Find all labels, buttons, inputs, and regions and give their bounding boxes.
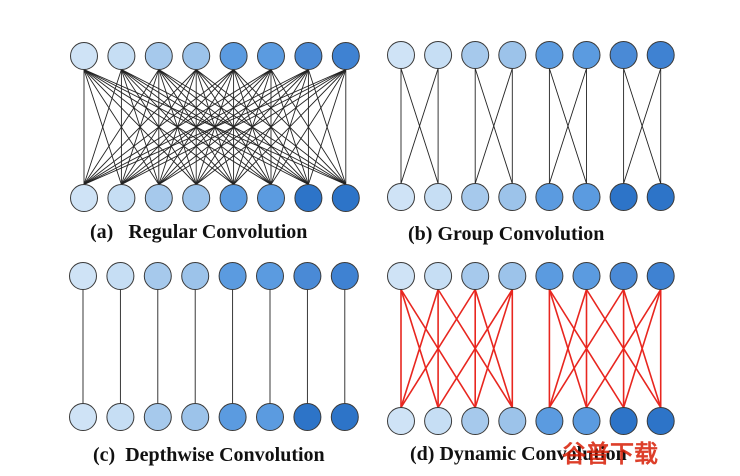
edge-line xyxy=(83,69,122,185)
input-node xyxy=(257,42,285,70)
output-node xyxy=(293,403,322,431)
input-node xyxy=(70,42,98,70)
output-node xyxy=(330,403,359,431)
caption-regular-convolution: (a) Regular Convolution xyxy=(90,221,308,243)
output-node xyxy=(535,183,564,211)
output-node xyxy=(498,407,527,435)
input-node xyxy=(106,262,135,290)
output-node xyxy=(424,407,453,435)
edge-line xyxy=(121,69,347,185)
output-node xyxy=(646,183,675,211)
input-node xyxy=(424,41,453,69)
output-node xyxy=(219,184,248,212)
input-node xyxy=(107,42,136,70)
input-node xyxy=(219,42,248,70)
output-node xyxy=(331,184,360,212)
input-node xyxy=(609,262,638,290)
output-node xyxy=(461,407,490,435)
caption-dynamic-convolution: (d) Dynamic Convolution xyxy=(410,443,627,465)
input-node xyxy=(609,41,638,69)
edge-line xyxy=(622,289,662,408)
edge-line xyxy=(474,68,513,184)
output-node xyxy=(572,407,601,435)
output-node xyxy=(144,184,173,212)
input-node xyxy=(294,42,323,70)
input-node xyxy=(256,262,284,290)
edge-line xyxy=(270,69,347,185)
output-node xyxy=(498,183,527,211)
input-node xyxy=(461,262,490,290)
output-node xyxy=(461,183,490,211)
caption-depthwise-convolution: (c) Depthwise Convolution xyxy=(93,444,325,466)
edge-line xyxy=(83,69,234,185)
edge-line xyxy=(158,69,347,185)
edge-line xyxy=(437,289,513,408)
output-node xyxy=(609,407,638,435)
output-node xyxy=(256,403,284,431)
output-node xyxy=(294,184,323,212)
output-node xyxy=(106,403,135,431)
output-node xyxy=(143,403,172,431)
output-node xyxy=(182,184,211,212)
input-node xyxy=(181,262,210,290)
watermark-logo: 谷普下载 xyxy=(562,440,658,468)
output-node xyxy=(218,403,247,431)
panel-regular-convolution xyxy=(70,42,360,212)
input-node xyxy=(331,42,360,70)
edge-line xyxy=(623,68,662,184)
input-node xyxy=(69,262,97,290)
edge-line xyxy=(400,289,439,408)
input-node xyxy=(387,41,415,69)
input-node xyxy=(387,262,415,290)
input-node xyxy=(461,41,490,69)
edge-line xyxy=(400,68,439,184)
panel-depthwise-convolution xyxy=(69,262,359,431)
edge-line xyxy=(548,289,625,408)
edge-line xyxy=(585,289,662,408)
edge-line xyxy=(474,289,514,408)
input-node xyxy=(218,262,247,290)
output-node xyxy=(609,183,638,211)
input-node xyxy=(572,41,601,69)
edge-line xyxy=(83,69,309,185)
output-node xyxy=(257,184,285,212)
edge-line xyxy=(233,69,347,185)
output-node xyxy=(535,407,564,435)
edge-line xyxy=(83,69,272,185)
input-node xyxy=(646,262,675,290)
input-node xyxy=(646,41,675,69)
input-node xyxy=(498,262,527,290)
input-node xyxy=(293,262,322,290)
edge-line xyxy=(400,289,476,408)
output-node xyxy=(646,407,675,435)
input-node xyxy=(572,262,601,290)
output-node xyxy=(424,183,453,211)
input-node xyxy=(144,42,173,70)
input-node xyxy=(535,262,564,290)
panel-dynamic-convolution xyxy=(387,262,675,435)
input-node xyxy=(330,262,359,290)
output-node xyxy=(387,407,415,435)
output-node xyxy=(387,183,415,211)
edge-line xyxy=(83,69,160,185)
input-node xyxy=(143,262,172,290)
input-node xyxy=(535,41,564,69)
output-node xyxy=(107,184,136,212)
edge-line xyxy=(307,69,347,185)
output-node xyxy=(70,184,98,212)
output-node xyxy=(572,183,601,211)
input-node xyxy=(498,41,527,69)
edge-line xyxy=(548,68,587,184)
panel-group-convolution xyxy=(387,41,675,211)
edge-line xyxy=(83,69,197,185)
input-node xyxy=(182,42,211,70)
input-node xyxy=(424,262,453,290)
edge-line xyxy=(83,69,346,185)
output-node xyxy=(69,403,97,431)
caption-group-convolution: (b) Group Convolution xyxy=(408,223,605,245)
edge-line xyxy=(548,289,588,408)
output-node xyxy=(181,403,210,431)
edge-line xyxy=(195,69,347,185)
